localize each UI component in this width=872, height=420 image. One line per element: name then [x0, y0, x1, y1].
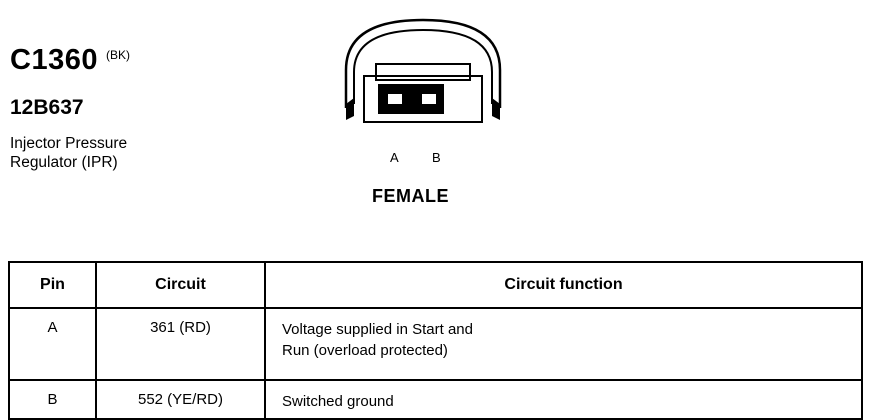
connector-face-diagram: [344, 18, 502, 123]
table-header-row: Pin Circuit Circuit function: [8, 261, 863, 309]
description-line-2: Regulator (IPR): [10, 154, 118, 171]
connector-code: C1360: [10, 44, 98, 76]
connector-latch-left: [346, 98, 354, 120]
connector-body: [363, 75, 483, 123]
pin-label-b: B: [432, 150, 441, 165]
connector-latch-right: [492, 98, 500, 120]
part-number: 12B637: [10, 96, 84, 119]
header-pin: Pin: [8, 261, 97, 309]
table-row: B 552 (YE/RD) Switched ground: [8, 379, 863, 420]
cell-circuit: 361 (RD): [95, 307, 266, 381]
terminal-b: [422, 94, 436, 104]
function-line: Voltage supplied in Start and: [282, 321, 473, 338]
description-line-1: Injector Pressure: [10, 135, 128, 152]
cell-circuit-function: Voltage supplied in Start and Run (overl…: [264, 307, 863, 381]
connector-hood: [344, 18, 502, 108]
connector-lock-tab: [375, 63, 471, 81]
cell-pin: A: [8, 307, 97, 381]
connector-gender: FEMALE: [372, 186, 449, 206]
function-line: Run (overload protected): [282, 342, 448, 359]
connector-color: (BK): [105, 48, 130, 62]
pinout-table: Pin Circuit Circuit function A 361 (RD) …: [8, 261, 863, 420]
terminal-a: [388, 94, 402, 104]
connector-hood-inner: [353, 28, 493, 104]
pin-label-a: A: [390, 150, 399, 165]
cell-circuit: 552 (YE/RD): [95, 379, 266, 420]
header-circuit-function: Circuit function: [264, 261, 863, 309]
function-line: Switched ground: [282, 393, 394, 410]
cell-circuit-function: Switched ground: [264, 379, 863, 420]
table-row: A 361 (RD) Voltage supplied in Start and…: [8, 307, 863, 381]
header-circuit: Circuit: [95, 261, 266, 309]
cell-pin: B: [8, 379, 97, 420]
connector-header: C1360 (BK): [10, 44, 130, 77]
connector-description: Injector Pressure Regulator (IPR): [10, 134, 127, 172]
